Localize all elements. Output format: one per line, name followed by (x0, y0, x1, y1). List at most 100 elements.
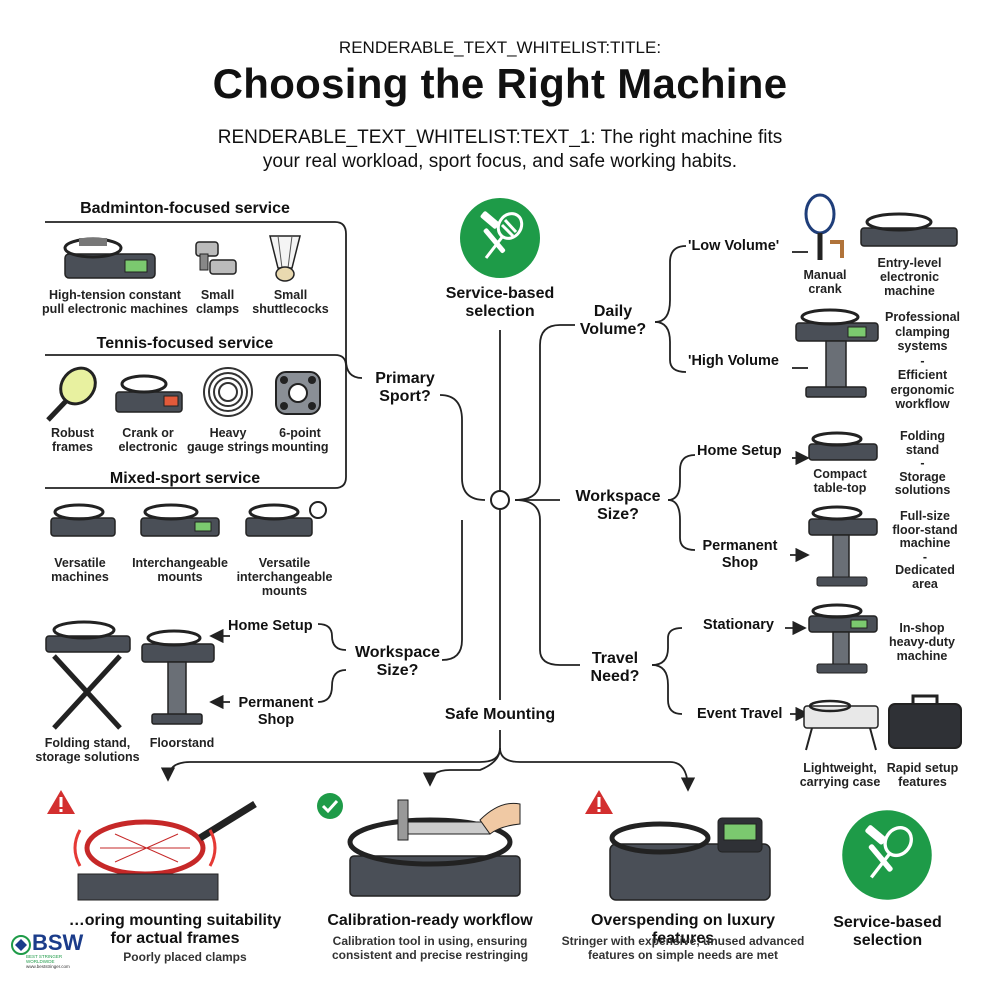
entry-level-line-3: machine (884, 284, 935, 298)
entry-electronic-machine-icon (855, 208, 965, 257)
professional-caption: Professional clamping systems - Efficien… (880, 310, 965, 412)
mixed-item-2-line-1: Interchangeable (132, 556, 228, 570)
logo-mark-icon (10, 934, 32, 961)
service-badge-line-1: Service-based (833, 914, 942, 931)
full-line-6: area (912, 576, 938, 591)
subtitle-line-2: your real workload, sport focus, and saf… (262, 151, 738, 172)
pro-line-1: Professional (884, 310, 961, 324)
safe-item-2-desc-line-2: consistent and precise restringing (331, 948, 529, 962)
full-line-1: Full-size (899, 509, 950, 523)
badminton-item-2-line-2: clamps (195, 302, 240, 316)
safe-item-1-title-line-2: for actual frames (110, 930, 240, 947)
pro-line-3: systems (897, 339, 948, 353)
travel-line-1: Travel (591, 650, 639, 667)
event-travel-label: Event Travel (697, 706, 783, 722)
primary-sport-line-1: Primary (375, 370, 435, 387)
right-permanent-shop: Permanent Shop (690, 538, 790, 572)
whitelist-title-tag: RENDERABLE_TEXT_WHITELIST:TITLE: (338, 38, 662, 57)
compact-line-2: table-top (813, 481, 867, 495)
tennis-item-3-line-1: Heavy (209, 426, 247, 440)
logo-url: www.beststringer.com (26, 964, 70, 969)
badminton-item-2-line-1: Small (200, 288, 235, 302)
badminton-item-3-line-2: shuttlecocks (252, 302, 329, 316)
portable-machine-icon (800, 696, 882, 757)
fold-line-3: - (920, 456, 925, 470)
center-label-line-1: Service-based (445, 285, 555, 302)
shuttlecock-icon (262, 232, 308, 289)
manual-crank-line-2: crank (808, 282, 842, 296)
rapid-line-2: features (898, 775, 947, 789)
page-subtitle: RENDERABLE_TEXT_WHITELIST:TEXT_1: The ri… (0, 126, 1000, 174)
manual-crank-racket-icon (800, 192, 850, 269)
compact-line-1: Compact (813, 467, 867, 481)
badminton-item-3-line-1: Small (273, 288, 308, 302)
service-badge-icon (840, 808, 934, 907)
tennis-racket-icon (40, 364, 100, 429)
safe-item-2-desc-line-1: Calibration tool in using, ensuring (332, 934, 528, 948)
left-workspace-line-2: Size? (376, 662, 419, 679)
subtitle-line-1: RENDERABLE_TEXT_WHITELIST:TEXT_1: The ri… (217, 127, 783, 148)
travel-need-node: Travel Need? (570, 650, 660, 686)
calibration-tool-icon (330, 790, 530, 915)
warning-icon-2 (583, 788, 615, 821)
safe-item-1-title: …oring mounting suitability for actual f… (55, 912, 295, 948)
entry-level-line-1: Entry-level (877, 256, 942, 270)
fold-line-4: Storage (899, 469, 946, 484)
mixed-item-2-line-2: mounts (157, 570, 203, 584)
left-permanent-line-2: Shop (257, 712, 295, 728)
pro-line-6: ergonomic (890, 382, 955, 397)
pro-line-7: workflow (895, 397, 950, 411)
service-badge-line-2: selection (852, 932, 923, 949)
mixed-machine-icon-2 (135, 498, 225, 545)
folding-caption-line-1: Folding stand, (44, 736, 131, 750)
full-line-3: machine (899, 536, 951, 550)
safe-item-2-title: Calibration-ready workflow (327, 912, 533, 929)
safe-item-3-desc: Stringer with expensive, unused advanced… (558, 934, 808, 962)
full-line-4: - (922, 549, 928, 564)
logo-text: BSW (32, 930, 84, 955)
tennis-item-2-line-1: Crank or (122, 426, 174, 440)
logo-tagline: BEST STRINGER WORLDWIDE (26, 954, 63, 964)
racket-mounting-icon (70, 790, 270, 915)
floorstand-machine-icon (138, 626, 218, 733)
entry-level-line-2: electronic (879, 270, 940, 284)
right-permanent-line-2: Shop (721, 555, 759, 571)
left-home-setup: Home Setup (228, 618, 313, 634)
right-home-setup: Home Setup (697, 443, 782, 459)
professional-machine-icon (792, 305, 882, 406)
mixed-heading: Mixed-sport service (109, 470, 261, 487)
safe-mounting-label: Safe Mounting (444, 706, 556, 723)
warning-icon-1 (45, 788, 77, 821)
right-permanent-line-1: Permanent (702, 538, 778, 554)
primary-sport-node: Primary Sport? (360, 370, 450, 406)
floorstand-caption: Floorstand (149, 736, 215, 750)
compact-tabletop-icon (805, 428, 881, 469)
daily-volume-line-2: Volume? (579, 321, 647, 338)
tools-badge-icon (458, 196, 542, 285)
safe-item-1-title-line-1: …oring mounting suitability (68, 912, 282, 929)
manual-crank-line-1: Manual (803, 268, 847, 282)
folding-caption-line-2: storage solutions (35, 750, 140, 764)
tennis-heading: Tennis-focused service (96, 335, 274, 352)
mixed-item-1-line-1: Versatile (54, 556, 106, 570)
fold-line-1: Folding (899, 429, 946, 443)
safe-item-3-title: Overspending on luxury features (590, 912, 776, 947)
travel-line-2: Need? (590, 668, 640, 685)
page-title: Choosing the Right Machine (212, 60, 788, 107)
pro-line-5: Efficient (897, 368, 948, 382)
right-workspace-line-2: Size? (597, 506, 639, 523)
full-line-2: floor-stand (892, 522, 958, 537)
badminton-heading: Badminton-focused service (80, 200, 290, 217)
